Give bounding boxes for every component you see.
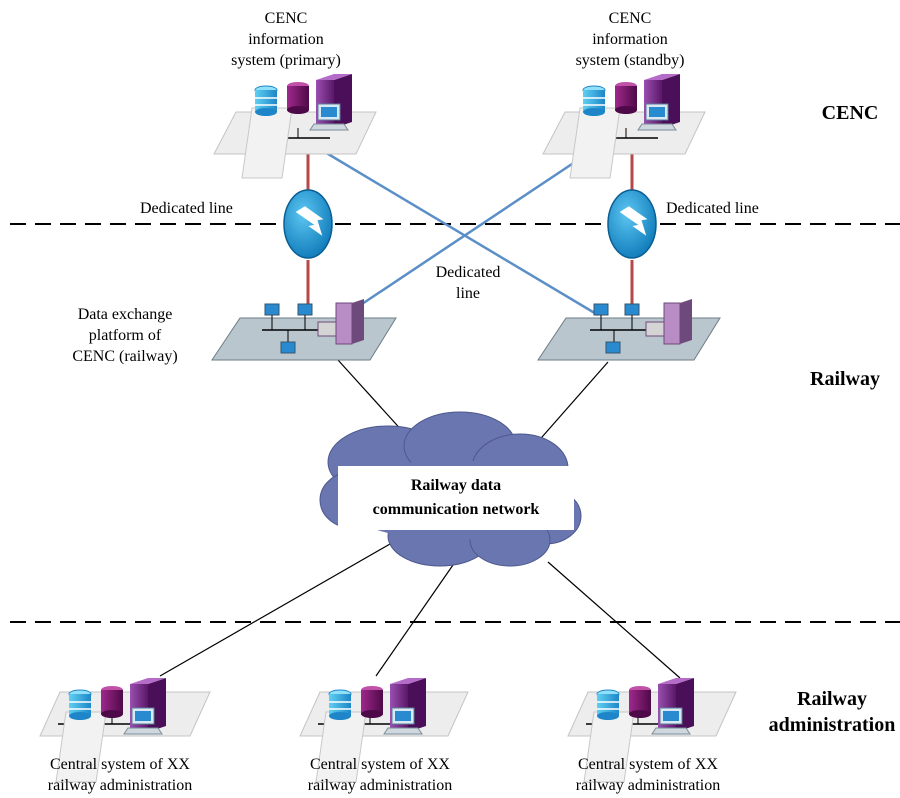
router-icon xyxy=(283,189,333,259)
computer-icon xyxy=(280,341,296,354)
dedicated-line-label-right: Dedicated line xyxy=(666,200,759,217)
admin-system-2 xyxy=(299,677,469,783)
zone-label-admin: Railway administration xyxy=(768,688,896,736)
server-icon xyxy=(317,299,364,345)
computer-icon xyxy=(624,303,640,330)
platform-to-network-right xyxy=(534,361,609,446)
standby-system-label: CENC information system (standby) xyxy=(575,10,685,69)
zone-label-railway: Railway xyxy=(810,368,880,390)
network-label: Railway data communication network xyxy=(372,477,540,518)
dedicated-line-label-left: Dedicated line xyxy=(140,200,233,217)
router-icon xyxy=(607,189,657,259)
admin-label-1: Central system of XX railway administrat… xyxy=(47,756,193,794)
zone-label-cenc: CENC xyxy=(821,102,879,124)
computer-icon xyxy=(605,341,621,354)
computer-icon xyxy=(593,303,609,330)
platform-label: Data exchange platform of CENC (railway) xyxy=(72,306,178,365)
cloud-label-background xyxy=(338,466,574,530)
cenc-standby-system xyxy=(542,73,706,179)
data-exchange-platform-right xyxy=(537,299,721,361)
computer-icon xyxy=(264,303,280,330)
admin-label-2: Central system of XX railway administrat… xyxy=(307,756,453,794)
cenc-primary-system xyxy=(213,73,377,179)
admin-label-3: Central system of XX railway administrat… xyxy=(575,756,721,794)
cross-link-standby xyxy=(349,140,606,314)
server-icon xyxy=(645,299,692,345)
cross-link-primary xyxy=(307,140,599,317)
primary-system-label: CENC information system (primary) xyxy=(231,10,341,69)
dedicated-line-label-center: Dedicated line xyxy=(435,264,501,302)
network-to-admin-3 xyxy=(547,561,681,679)
data-exchange-platform-left xyxy=(211,299,397,361)
network-to-admin-2 xyxy=(375,551,463,677)
admin-system-1 xyxy=(39,677,211,783)
admin-system-3 xyxy=(567,677,737,783)
computer-icon xyxy=(297,303,313,330)
network-to-admin-1 xyxy=(159,539,398,677)
